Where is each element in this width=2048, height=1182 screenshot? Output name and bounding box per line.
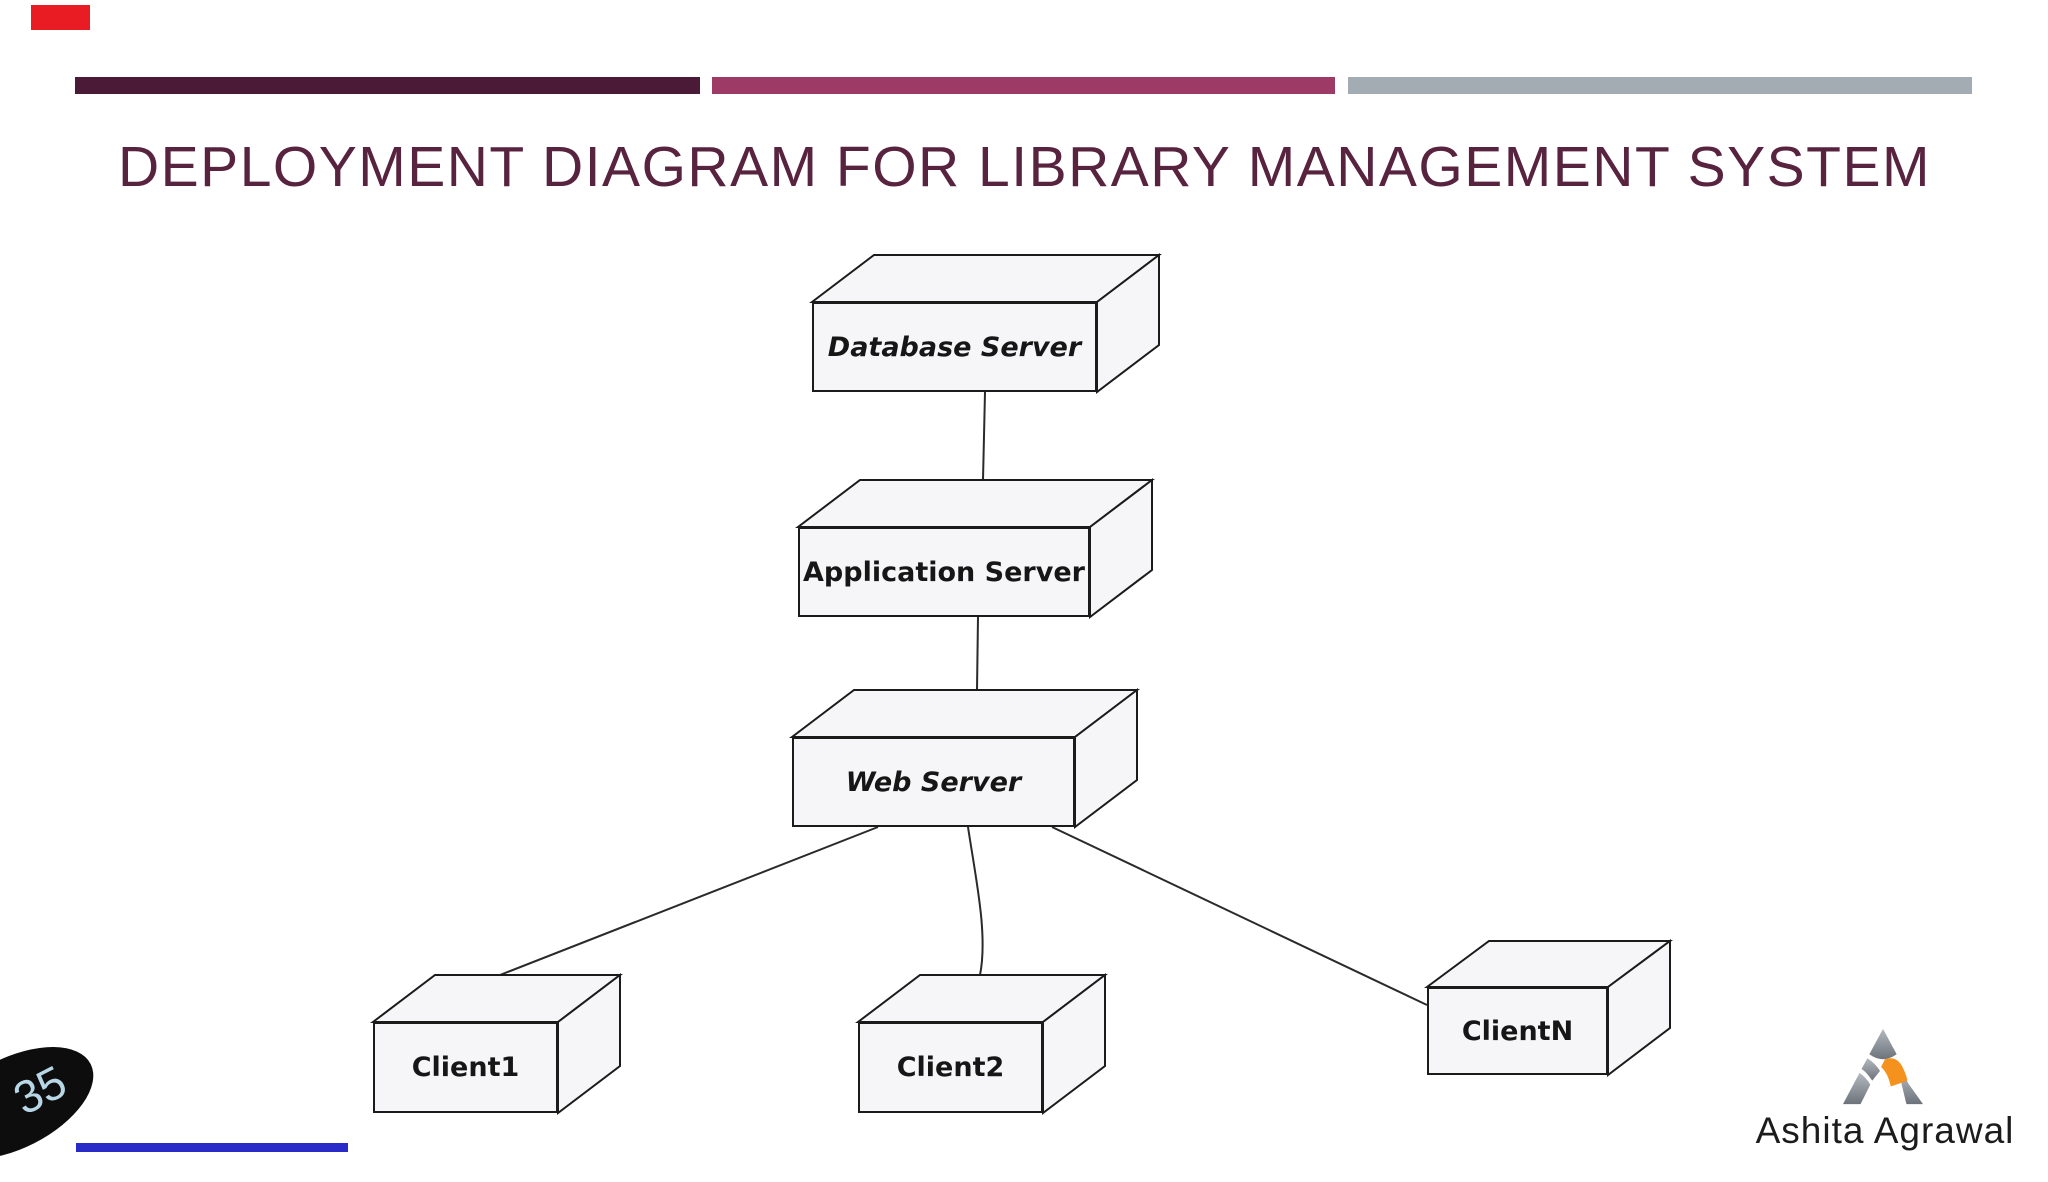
node-label: Client2 [896, 1052, 1005, 1083]
connector-lines [499, 391, 1428, 1006]
node-application-server: Application Server [798, 527, 1090, 617]
edge-database-application [982, 391, 986, 481]
node-3d-faces [370, 252, 1674, 1116]
record-indicator [31, 5, 90, 30]
node-database-server: Database Server [812, 302, 1097, 392]
node-client2: Client2 [858, 1022, 1043, 1113]
node-label: ClientN [1461, 1015, 1574, 1047]
node-label: Database Server [827, 331, 1082, 363]
node-label: Client1 [411, 1052, 520, 1083]
node-client1: Client1 [373, 1022, 558, 1113]
node-web-server: Web Server [792, 737, 1075, 827]
progress-bar[interactable] [76, 1143, 348, 1152]
node-label: Application Server [803, 556, 1085, 588]
deployment-diagram-canvas [370, 252, 1674, 1116]
accent-bar-dark [75, 77, 700, 94]
accent-bar-magenta [712, 77, 1335, 94]
logo-text: Ashita Agrawal [1755, 1110, 2015, 1151]
edge-application-web [976, 616, 979, 691]
edge-web-client1 [499, 826, 879, 976]
edge-web-client2 [967, 826, 984, 976]
page-title: DEPLOYMENT DIAGRAM FOR LIBRARY MANAGEMEN… [118, 135, 1931, 199]
edge-web-clientN [1051, 826, 1428, 1006]
logo-triangle-icon [1842, 1028, 1924, 1105]
accent-bar-gray [1348, 77, 1972, 94]
node-label: Web Server [845, 766, 1022, 798]
node-clientN: ClientN [1427, 987, 1608, 1075]
